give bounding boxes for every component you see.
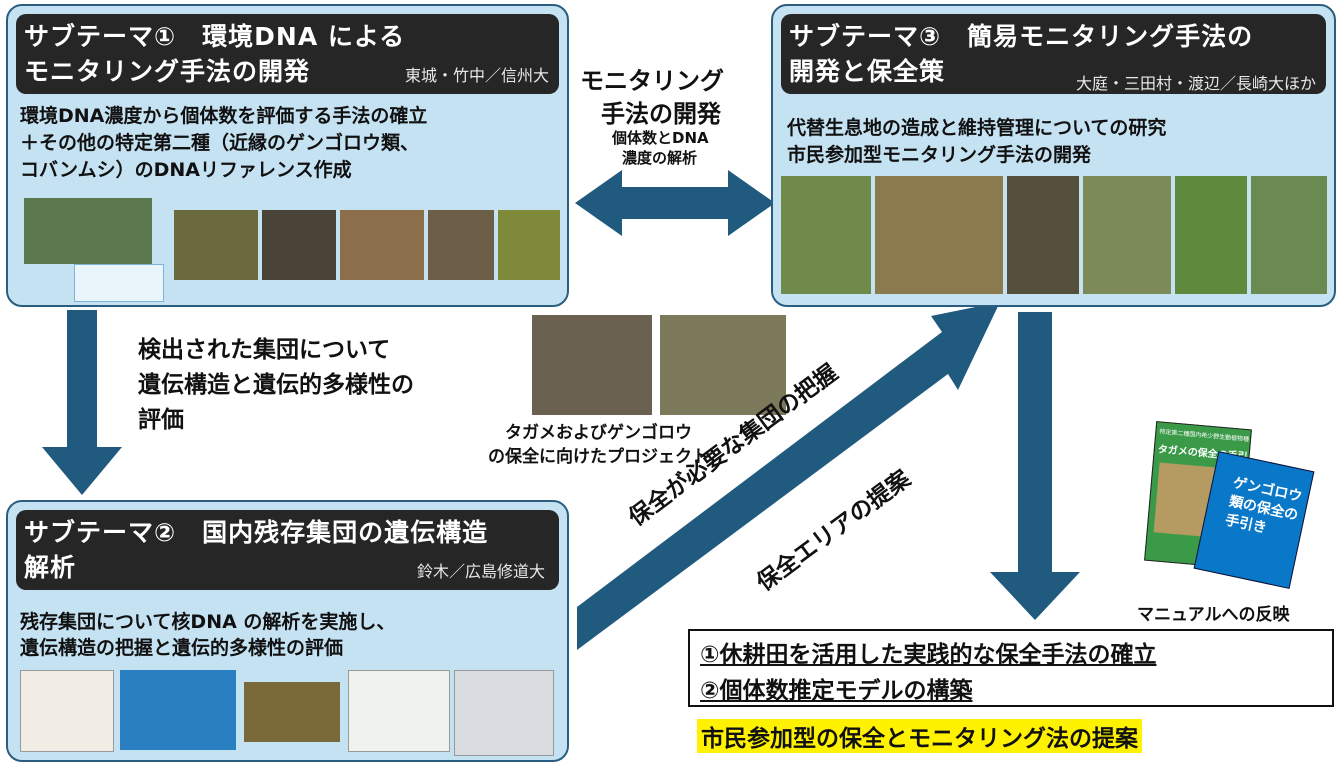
subtheme2-body-line2: 遺伝構造の把握と遺伝的多様性の評価 xyxy=(20,637,344,659)
project-caption-2: の保全に向けたプロジェクト xyxy=(488,447,709,467)
dna-helix-image xyxy=(74,264,164,302)
subtheme2-body-line1: 残存集団について核DNA の解析を実施し、 xyxy=(20,611,396,633)
outcome-highlight: 市民参加型の保全とモニタリング法の提案 xyxy=(697,719,1142,753)
genetic-eval-label-1: 検出された集団について xyxy=(138,337,391,363)
beetle-photo-1 xyxy=(174,210,258,280)
outcomes-box: ①休耕田を活用した実践的な保全手法の確立 ②個体数推定モデルの構築 xyxy=(688,629,1334,707)
haplotype-network-image xyxy=(348,670,450,752)
beetle-photo-3 xyxy=(340,210,424,280)
subtheme2-title-line2: 解析 xyxy=(24,553,77,582)
outcome-item-2: ②個体数推定モデルの構築 xyxy=(700,678,973,704)
subtheme2-panel: サブテーマ② 国内残存集団の遺伝構造 解析 鈴木／広島修道大 残存集団について核… xyxy=(6,500,569,762)
subtheme1-title-line2: モニタリング手法の開発 xyxy=(24,57,311,86)
beetle-photo-4 xyxy=(428,210,494,280)
subtheme3-header: サブテーマ③ 簡易モニタリング手法の 開発と保全策 大庭・三田村・渡辺／長崎大ほ… xyxy=(781,14,1326,94)
monitoring-sub-label-1: 個体数とDNA xyxy=(612,129,709,147)
subtheme1-panel: サブテーマ① 環境DNA による モニタリング手法の開発 東城・竹中／信州大 環… xyxy=(6,4,569,307)
monitoring-method-label-2: 手法の開発 xyxy=(601,100,721,128)
diving-beetle-photo xyxy=(244,682,340,742)
subtheme3-body-line1: 代替生息地の造成と維持管理についての研究 xyxy=(787,117,1167,139)
subtheme1-authors: 東城・竹中／信州大 xyxy=(404,66,549,85)
subtheme1-body-line2: ＋その他の特定第二種（近縁のゲンゴロウ類、 xyxy=(20,132,420,154)
gengorou-photo xyxy=(660,315,786,415)
down-arrow-st1-st2 xyxy=(42,310,122,495)
japan-distribution-map xyxy=(454,670,554,756)
subtheme3-authors: 大庭・三田村・渡辺／長崎大ほか xyxy=(1075,74,1316,93)
tagame-photo xyxy=(532,315,652,415)
subtheme1-body-line1: 環境DNA濃度から個体数を評価する手法の確立 xyxy=(20,105,428,127)
subtheme2-authors: 鈴木／広島修道大 xyxy=(416,562,545,581)
subtheme1-header: サブテーマ① 環境DNA による モニタリング手法の開発 東城・竹中／信州大 xyxy=(16,14,559,94)
subtheme3-title-line1: サブテーマ③ 簡易モニタリング手法の xyxy=(789,22,1254,51)
monitoring-method-label-1: モニタリング xyxy=(580,67,724,95)
subtheme1-body-line3: コバンムシ）のDNAリファレンス作成 xyxy=(20,159,352,181)
diagonal-arrow-st2-st3 xyxy=(577,302,1000,650)
bottle-trap-photo xyxy=(1251,176,1327,294)
beetle-on-post-photo xyxy=(1007,176,1079,294)
subtheme3-panel: サブテーマ③ 簡易モニタリング手法の 開発と保全策 大庭・三田村・渡辺／長崎大ほ… xyxy=(771,4,1336,307)
beetle-photo-2 xyxy=(262,210,336,280)
manual-caption: マニュアルへの反映 xyxy=(1137,605,1290,625)
subtheme2-header: サブテーマ② 国内残存集団の遺伝構造 解析 鈴木／広島修道大 xyxy=(16,510,559,590)
outcome-item-1: ①休耕田を活用した実践的な保全手法の確立 xyxy=(700,642,1157,668)
habitat-construction-photo xyxy=(875,176,1003,294)
down-arrow-st3-outcomes xyxy=(990,312,1080,620)
terraced-field-photo xyxy=(1175,176,1247,294)
genetic-structure-barplot xyxy=(120,670,236,750)
specimen-image xyxy=(20,670,114,752)
net-survey-photo xyxy=(1083,176,1171,294)
subtheme3-body-line2: 市民参加型モニタリング手法の開発 xyxy=(787,144,1092,166)
paddy-photo xyxy=(781,176,871,294)
genetic-eval-label-3: 評価 xyxy=(138,407,184,433)
beetle-photo-5 xyxy=(498,210,560,280)
monitoring-sub-label-2: 濃度の解析 xyxy=(622,149,698,167)
subtheme3-title-line2: 開発と保全策 xyxy=(789,57,946,86)
pond-photo xyxy=(24,198,152,264)
project-caption-1: タガメおよびゲンゴロウ xyxy=(505,423,692,443)
subtheme2-title-line1: サブテーマ② 国内残存集団の遺伝構造 xyxy=(24,518,489,547)
genetic-eval-label-2: 遺伝構造と遺伝的多様性の xyxy=(138,372,414,398)
double-arrow-st1-st3 xyxy=(575,170,775,236)
subtheme1-title-line1: サブテーマ① 環境DNA による xyxy=(24,22,406,51)
